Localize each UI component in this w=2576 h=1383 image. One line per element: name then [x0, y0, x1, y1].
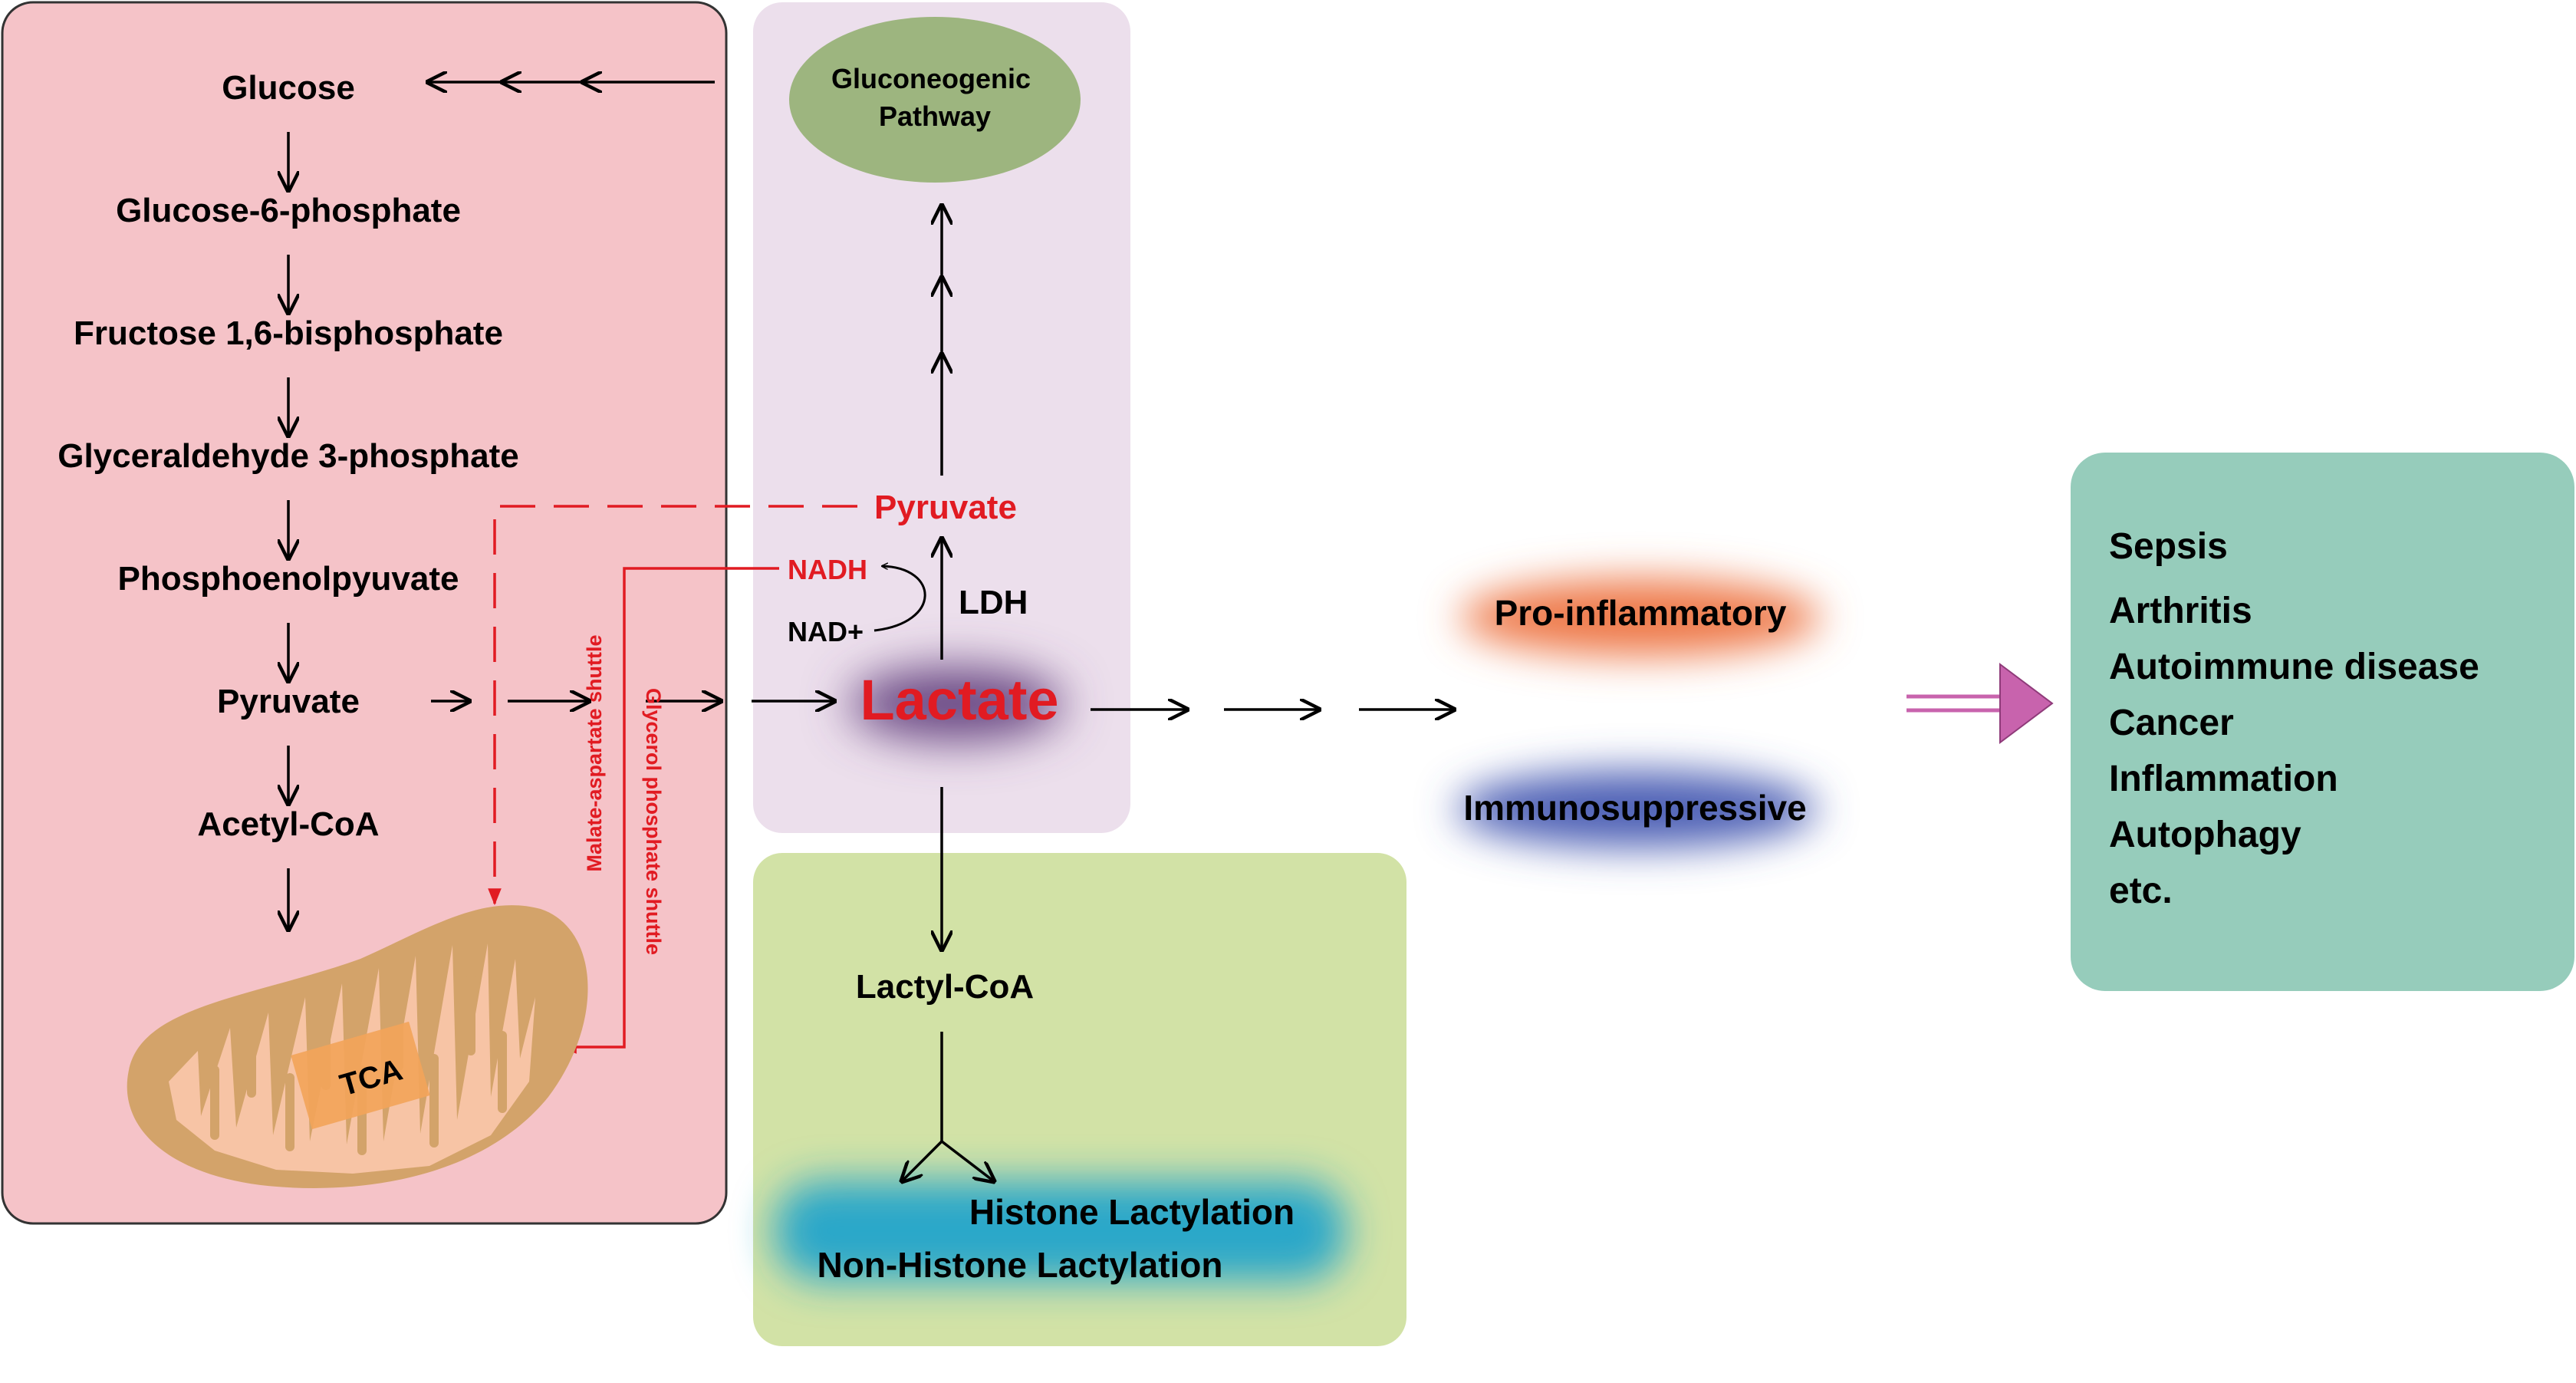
step-acetyl-coa: Acetyl-CoA	[197, 805, 379, 843]
lactyl-coa-label: Lactyl-CoA	[856, 968, 1034, 1006]
disease-list: Sepsis Arthritis Autoimmune disease Canc…	[2109, 526, 2479, 911]
disease-item: Autoimmune disease	[2109, 647, 2479, 687]
ldh-label: LDH	[959, 584, 1028, 621]
gluconeogenic-pathway-node	[789, 17, 1081, 183]
immunosuppressive-label: Immunosuppressive	[1463, 788, 1806, 828]
gluconeogenic-pathway-line-1: Gluconeogenic	[831, 63, 1031, 94]
histone-lactylation-label: Histone Lactylation	[969, 1192, 1295, 1232]
disease-item: Sepsis	[2109, 526, 2228, 567]
lactate-label: Lactate	[860, 668, 1058, 732]
lactylation-split-arrows	[902, 1032, 994, 1181]
nadh-label: NADH	[788, 554, 867, 585]
step-fructose-bisphosphate: Fructose 1,6-bisphosphate	[74, 314, 503, 352]
outcome-arrow	[1907, 663, 2054, 744]
immunosuppressive-glow	[1456, 771, 1817, 848]
gluconeogenic-pathway-label: Gluconeogenic Pathway	[831, 63, 1038, 132]
step-pyruvate: Pyruvate	[217, 683, 360, 720]
disease-panel	[2071, 453, 2574, 991]
lactylation-glow	[775, 1181, 1346, 1281]
step-phosphoenolpyruvate: Phosphoenolpyuvate	[118, 560, 459, 598]
nadh-shuttle-line	[559, 567, 779, 1054]
gluconeogenic-pathway-line-2: Pathway	[879, 100, 991, 132]
nad-plus-label: NAD+	[788, 616, 864, 647]
step-glucose-6-phosphate: Glucose-6-phosphate	[116, 192, 461, 229]
pro-inflammatory-label: Pro-inflammatory	[1495, 593, 1787, 633]
malate-aspartate-shuttle-label: Malate-aspartate shuttle	[583, 634, 606, 871]
tca-box	[291, 1021, 430, 1130]
pyruvate-center-label: Pyruvate	[874, 489, 1017, 526]
nad-redox-curve	[873, 566, 926, 632]
mitochondrion: TCA	[127, 905, 588, 1188]
glycerol-phosphate-shuttle-label: Glycerol phosphate shuttle	[642, 688, 665, 955]
pro-inflammatory-glow	[1460, 579, 1821, 656]
lactate-glow	[849, 667, 1064, 741]
step-glyceraldehyde-3-phosphate: Glyceraldehyde 3-phosphate	[58, 437, 519, 475]
disease-item: Arthritis	[2109, 591, 2252, 631]
disease-item: Autophagy	[2109, 815, 2301, 855]
disease-item: etc.	[2109, 871, 2173, 911]
disease-item: Inflammation	[2109, 759, 2338, 799]
step-glucose: Glucose	[222, 69, 355, 107]
pyruvate-shuttle-dashed-line	[488, 505, 857, 906]
non-histone-lactylation-label: Non-Histone Lactylation	[817, 1245, 1222, 1285]
disease-item: Cancer	[2109, 703, 2234, 743]
